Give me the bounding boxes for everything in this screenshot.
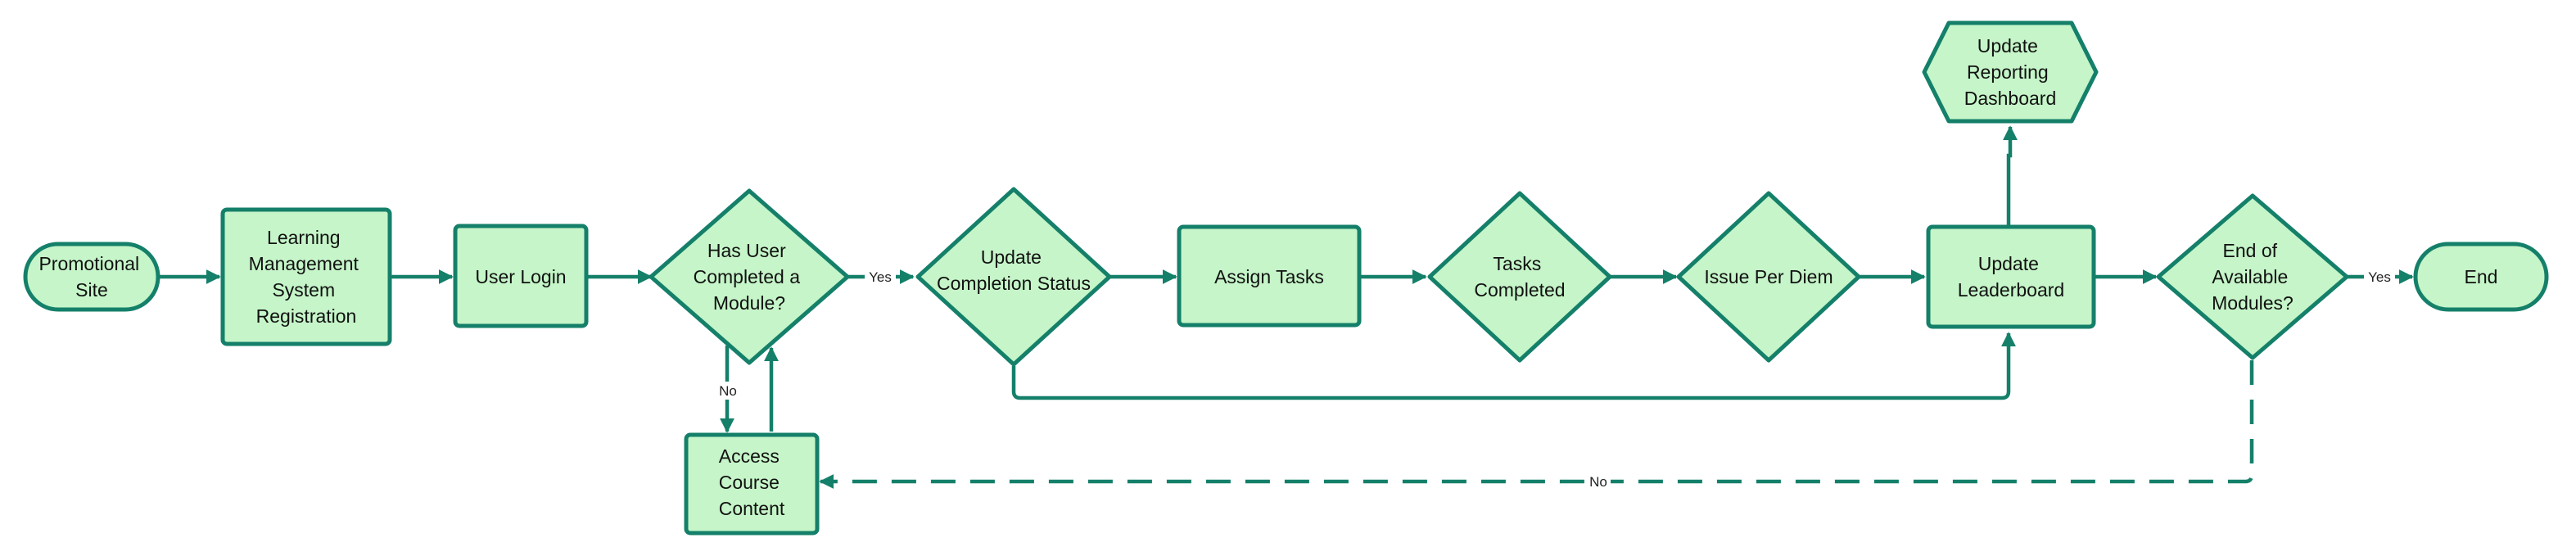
svg-text:Update Leaderboard: Update Leaderboard [1958,253,2064,301]
node-end-of-modules-line-3: Modules? [2212,292,2294,314]
node-lms-registration[interactable]: Learning Management System Registration [220,207,392,346]
node-update-reporting-dashboard[interactable]: Update Reporting Dashboard [1922,20,2099,124]
svg-text:Update Reporting: Update Reporting Dashboard [1964,35,2057,109]
node-assign-tasks-line-1: Assign Tasks [1214,266,1324,287]
node-tasks-completed[interactable]: Tasks Completed [1427,191,1612,363]
node-completed-module-line-3: Module? [713,292,785,314]
node-lms-line-4: Registration [256,305,357,327]
svg-text:Access Course: Access Course Content [719,445,785,519]
svg-text:Has User Completed a: Has User Completed a Module? [694,240,806,314]
svg-text:End of Available: End of Available Modules? [2212,240,2294,314]
node-lms-line-1: Learning [267,227,341,248]
node-completed-module-line-2: Completed a [694,266,801,287]
edge-update-completion-to-leaderboard [1011,332,2016,400]
node-access-course-content[interactable]: Access Course Content [684,432,820,536]
svg-text:Issue Per Diem: Issue Per Diem [1704,266,1833,287]
node-issue-per-diem[interactable]: Issue Per Diem [1676,191,1861,363]
node-update-dashboard-line-3: Dashboard [1964,88,2057,109]
svg-text:User Login: User Login [475,266,566,287]
label-module-no: No [719,383,737,399]
node-user-login-line-1: User Login [475,266,566,287]
node-update-completion-line-1: Update [981,246,1042,268]
node-end-of-modules-decision[interactable]: End of Available Modules? [2156,193,2349,360]
edge-end-decision-no-to-access [819,360,2254,489]
svg-text:Update Completion Stat: Update Completion Status [937,246,1091,294]
node-user-login[interactable]: User Login [453,224,589,328]
node-update-dashboard-line-1: Update [1977,35,2038,57]
svg-text:Learning Management: Learning Management System Registration [249,227,364,327]
node-promotional-site-line-2: Site [75,279,108,301]
edge-labels: Yes No Yes No [716,268,2395,490]
svg-text:End: End [2465,266,2498,287]
node-access-course-line-3: Content [719,498,785,519]
edge-leaderboard-to-dashboard [2003,125,2018,227]
node-update-leaderboard-line-2: Leaderboard [1958,279,2064,301]
node-lms-line-2: Management [249,253,359,274]
node-assign-tasks[interactable]: Assign Tasks [1177,224,1362,328]
node-completed-module-line-1: Has User [707,240,786,261]
node-tasks-completed-line-1: Tasks [1493,253,1541,274]
node-end-line-1: End [2465,266,2498,287]
node-access-course-line-2: Course [719,472,780,493]
node-completed-module-decision[interactable]: Has User Completed a Module? [649,188,850,365]
nodes: Promotional Site Learning Management Sys… [23,20,2549,536]
label-end-yes: Yes [2368,269,2391,285]
node-end[interactable]: End [2413,242,2549,312]
node-promotional-site-line-1: Promotional [38,253,139,274]
svg-text:Assign Tasks: Assign Tasks [1214,266,1324,287]
node-access-course-line-1: Access [719,445,780,467]
node-update-completion-line-2: Completion Status [937,273,1091,294]
node-end-of-modules-line-2: Available [2212,266,2288,287]
node-update-completion-status[interactable]: Update Completion Status [915,187,1112,367]
node-promotional-site[interactable]: Promotional Site [23,242,160,312]
svg-text:Promotional Site: Promotional Site [38,253,144,301]
node-update-leaderboard[interactable]: Update Leaderboard [1926,224,2096,329]
node-tasks-completed-line-2: Completed [1474,279,1565,301]
node-issue-per-diem-line-1: Issue Per Diem [1704,266,1833,287]
node-update-dashboard-line-2: Reporting [1967,61,2049,83]
node-lms-line-3: System [272,279,335,301]
node-end-of-modules-line-1: End of [2223,240,2278,261]
label-end-no: No [1589,474,1607,490]
label-module-yes: Yes [869,269,892,285]
svg-text:Tasks Completed: Tasks Completed [1474,253,1565,301]
node-update-leaderboard-line-1: Update [1978,253,2039,274]
